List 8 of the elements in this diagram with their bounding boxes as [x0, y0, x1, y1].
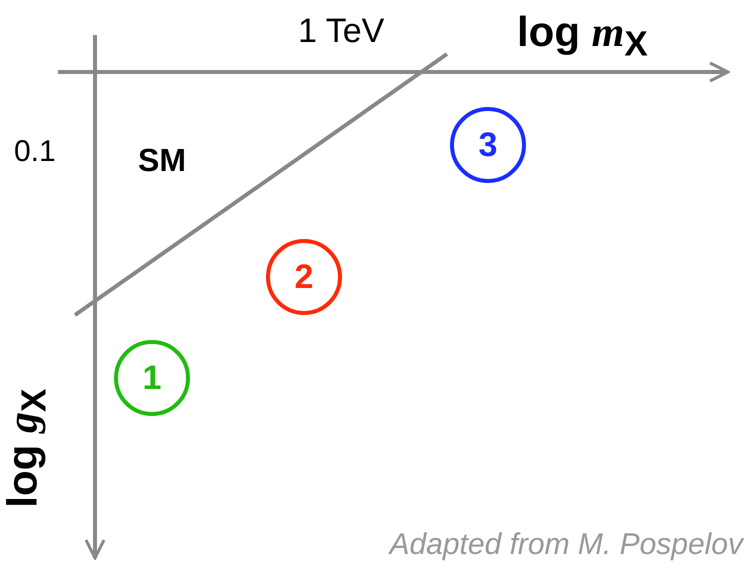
caption: Adapted from M. Pospelov [389, 528, 743, 562]
numbered-circle: 3 [450, 107, 526, 183]
numbered-circle: 2 [266, 239, 342, 315]
numbered-circle: 1 [114, 340, 190, 416]
axis-title: log m$_{X}$ [517, 8, 648, 64]
tick-label: 0.1 [14, 135, 56, 169]
region-label: SM [138, 142, 186, 179]
tick-label: 1 TeV [298, 12, 384, 51]
